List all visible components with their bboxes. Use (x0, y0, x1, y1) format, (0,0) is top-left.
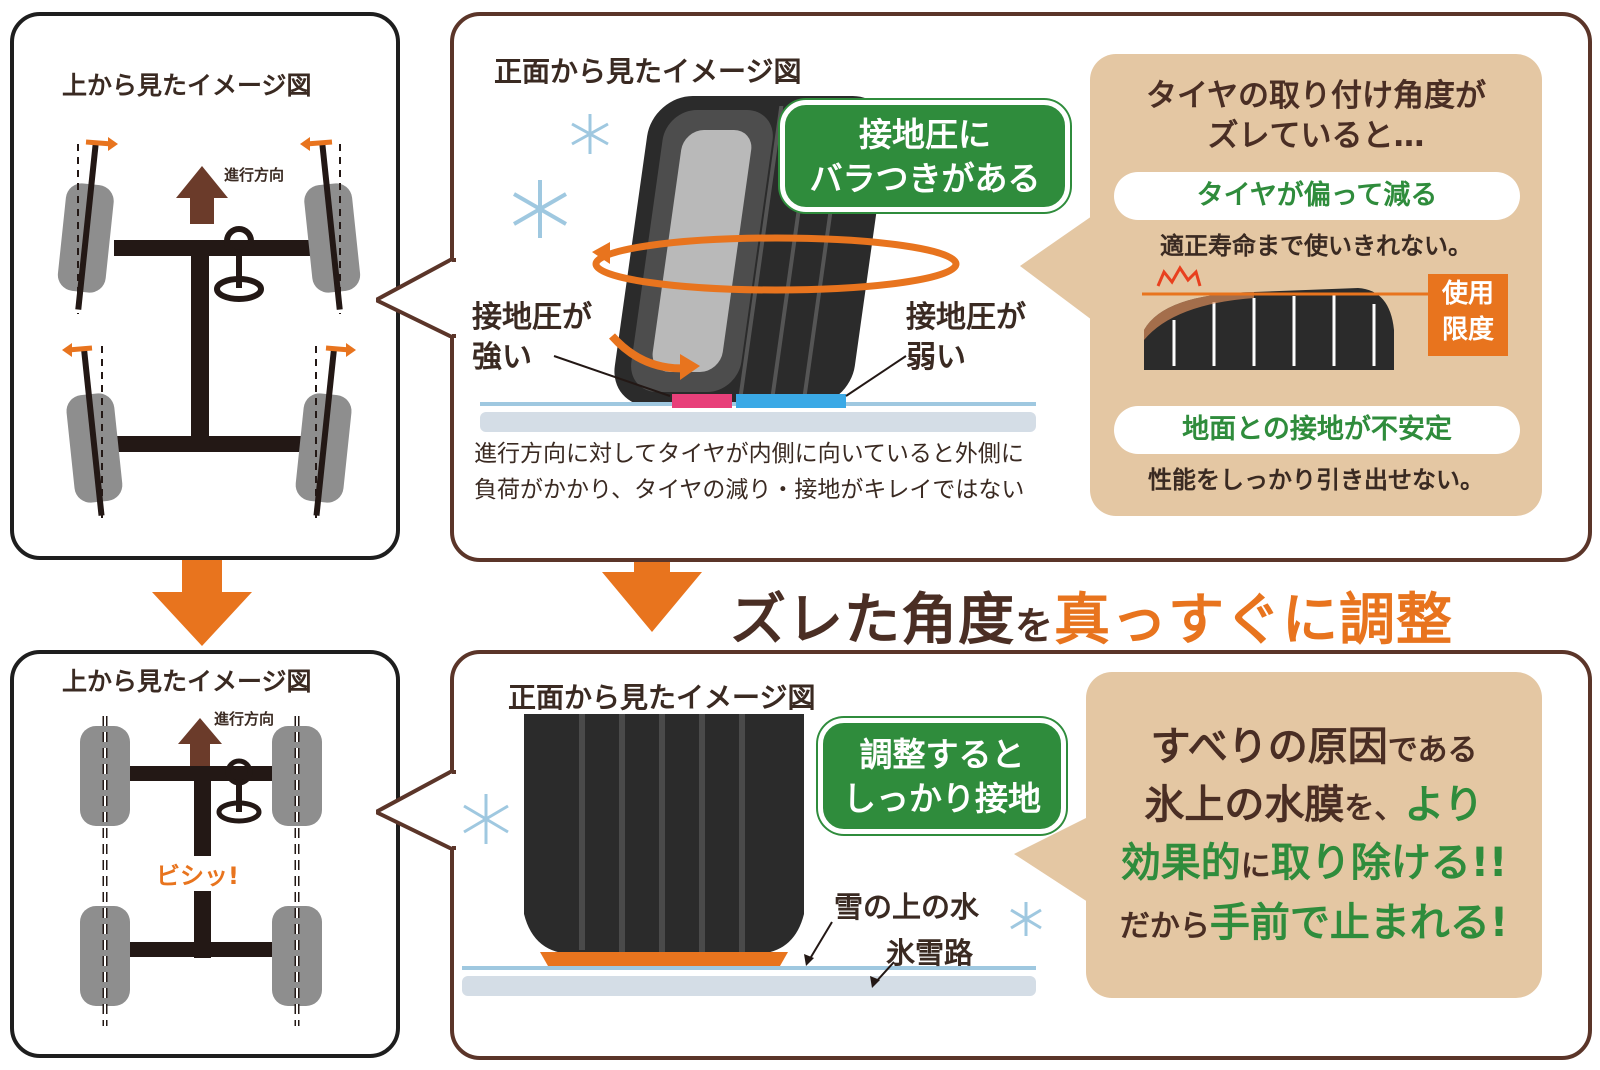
benefit-line-3: 効果的に取り除ける!! (1120, 840, 1508, 886)
unstable-contact-note: 性能をしっかり引き出せない。 (1148, 466, 1484, 494)
front-axle (114, 766, 314, 781)
callout-pointer (376, 770, 456, 850)
speech-tail (1020, 216, 1092, 320)
center-frame (191, 240, 209, 452)
rear-axle (114, 942, 314, 957)
misalignment-caption: 進行方向に対してタイヤが内側に向いていると外側に 負荷がかかり、タイヤの減り・接… (474, 441, 1025, 503)
front-view-misaligned-panel: 正面から見たイメージ図 接地 (450, 12, 1592, 562)
rear-axle (114, 436, 324, 452)
snowflake-icon (463, 794, 509, 844)
wear-limit-label: 使用 限度 (1441, 279, 1494, 345)
low-pressure-patch (736, 394, 846, 408)
misalignment-effects-box: タイヤの取り付け角度が ズレていると… タイヤが偏って減る 適正寿命まで使いきれ… (1090, 54, 1542, 516)
tire-tilted (614, 96, 888, 406)
full-contact-badge: 調整すると しっかり接地 (818, 718, 1066, 834)
water-on-snow-label: 雪の上の水 (834, 890, 980, 924)
front-right-wheel (304, 142, 361, 310)
front-axle (114, 240, 324, 256)
wear-limit-badge (1428, 274, 1508, 356)
front-left-wheel (57, 142, 114, 310)
misaligned-chassis-diagram (57, 137, 361, 518)
heading-part-2: を (1015, 604, 1055, 648)
benefit-line-2: 氷上の水膜を、より (1144, 782, 1484, 828)
front-view-aligned-panel: 正面から見たイメージ図 調整すると しっかり接地 雪の上の水 氷雪路 (450, 650, 1592, 1060)
heading-part-1: ズレた角度 (730, 588, 1015, 653)
down-arrow-icon (152, 560, 252, 646)
toe-arrow-icon (300, 137, 310, 151)
icy-road-label: 氷雪路 (886, 936, 974, 970)
strong-pressure-label: 接地圧が 強い (472, 300, 592, 375)
rear-right-wheel (295, 348, 352, 516)
heading-part-3: 真っすぐに調整 (1054, 588, 1454, 653)
weak-pressure-label: 接地圧が 弱い (906, 300, 1026, 375)
uneven-wear-note: 適正寿命まで使いきれない。 (1160, 232, 1472, 260)
snowflake-icon (571, 114, 609, 154)
direction-label: 進行方向 (214, 710, 275, 728)
panel-title: 正面から見たイメージ図 (494, 55, 802, 88)
toe-arrow-icon (346, 343, 356, 357)
effects-title: タイヤの取り付け角度が ズレていると… (1145, 78, 1487, 154)
adjust-heading: ズレた角度を真っすぐに調整 (730, 575, 1453, 656)
pressure-uneven-badge: 接地圧に バラつきがある (780, 100, 1070, 212)
steering-wheel-icon (225, 758, 253, 786)
front-left-wheel (80, 726, 130, 826)
worn-tread-diagram (1142, 265, 1508, 370)
down-arrow-icon (602, 522, 702, 632)
ground-surface (480, 412, 1036, 432)
high-pressure-patch (672, 394, 732, 408)
tilted-tire-diagram (480, 96, 1036, 432)
toe-arrow-icon (108, 137, 118, 151)
benefit-line-1: すべりの原因である (1150, 724, 1478, 770)
unstable-contact-pill: 地面との接地が不安定 (1114, 406, 1520, 454)
rotation-arrow-icon (592, 234, 960, 294)
ice-snow-road (462, 976, 1036, 996)
direction-label: 進行方向 (224, 166, 285, 184)
snowflake-icon (513, 180, 567, 238)
panel-title: 上から見たイメージ図 (62, 71, 312, 100)
uneven-wear-pill: タイヤが偏って減る (1114, 172, 1520, 220)
panel-title: 上から見たイメージ図 (62, 667, 312, 696)
callout-pointer (376, 258, 456, 338)
top-view-aligned-panel: 上から見たイメージ図 進行方向 ビシッ! (10, 650, 400, 1058)
toe-arrow-icon (62, 343, 72, 357)
upright-tire-diagram (462, 714, 1042, 996)
panel-title: 正面から見たイメージ図 (508, 681, 816, 714)
top-view-misaligned-panel: 上から見たイメージ図 (10, 12, 400, 560)
wear-spark-icon (1156, 265, 1202, 287)
snowflake-icon (1010, 902, 1042, 936)
direction-arrow-icon (176, 166, 228, 224)
aligned-label: ビシッ! (154, 856, 241, 891)
steering-wheel-icon (224, 226, 254, 256)
speech-tail (1014, 814, 1094, 906)
front-right-wheel (272, 726, 322, 826)
benefit-line-4: だから手前で止まれる! (1119, 900, 1509, 946)
direction-arrow-icon (178, 718, 222, 766)
rear-left-wheel (66, 348, 123, 516)
full-contact-patch (540, 952, 788, 966)
benefit-box (1086, 672, 1542, 998)
